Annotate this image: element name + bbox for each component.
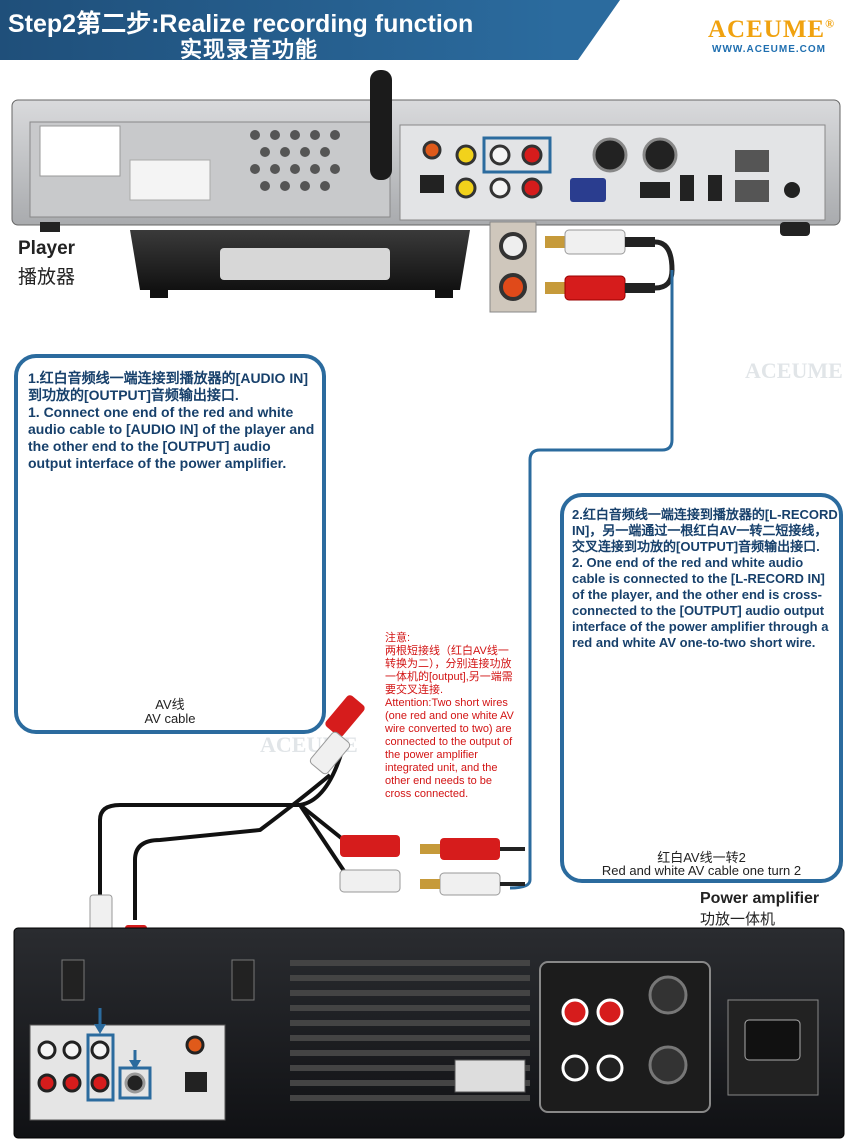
- player-label: Player: [18, 238, 76, 259]
- instruction-1-text: 1.红白音频线一端连接到播放器的[AUDIO IN]到功放的[OUTPUT]音频…: [28, 370, 318, 472]
- note-cn-body: 两根短接线（红白AV线一转换为二），分别连接功放一体机的[output],另一端…: [385, 645, 513, 696]
- serial-sticker: [129, 159, 211, 201]
- player-back-panel: [11, 70, 841, 236]
- page-title: Step2第二步:Realize recording function: [8, 10, 474, 38]
- av-cable-caption-cn: AV线: [155, 697, 185, 712]
- instruction-box-1: 1.红白音频线一端连接到播放器的[AUDIO IN]到功放的[OUTPUT]音频…: [14, 354, 326, 734]
- instruction-2-en: 2. One end of the red and white audio ca…: [572, 555, 829, 650]
- instruction-box-2: 2.红白音频线一端连接到播放器的[L-RECORD IN]，另一端通过一根红白A…: [560, 493, 843, 883]
- player-label-cn: 播放器: [18, 267, 76, 288]
- logo-url: WWW.ACEUME.COM: [712, 44, 826, 55]
- amplifier-label: Power amplifier: [700, 890, 820, 907]
- watermark: ACEUME: [745, 358, 843, 383]
- av-cable-caption-en: AV cable: [144, 711, 196, 726]
- rca-jack-closeup: [489, 221, 537, 313]
- caution-sticker: [39, 125, 121, 177]
- instruction-2-text: 2.红白音频线一端连接到播放器的[L-RECORD IN]，另一端通过一根红白A…: [572, 507, 838, 651]
- instruction-1-en: 1. Connect one end of the red and white …: [28, 404, 315, 471]
- splitter-caption-en: Red and white AV cable one turn 2: [601, 863, 802, 878]
- rca-plugs-top: [545, 229, 655, 301]
- instruction-1-cn: 1.红白音频线一端连接到播放器的[AUDIO IN]到功放的[OUTPUT]音频…: [28, 370, 308, 403]
- attention-note: 注意: 两根短接线（红白AV线一转换为二），分别连接功放一体机的[output]…: [385, 632, 515, 801]
- header-bar: [0, 0, 560, 60]
- note-title: 注意:: [385, 632, 411, 644]
- player-front-unit: [130, 230, 470, 298]
- antenna: [370, 70, 392, 180]
- instruction-2-cn: 2.红白音频线一端连接到播放器的[L-RECORD IN]，另一端通过一根红白A…: [572, 507, 838, 554]
- splitter-caption-cn: 红白AV线一转2: [657, 850, 746, 865]
- page-subtitle: 实现录音功能: [180, 37, 319, 62]
- amplifier-back-panel: [13, 927, 845, 1139]
- logo-wordmark: ACEUME®: [708, 16, 836, 43]
- amplifier-label-cn: 功放一体机: [700, 911, 776, 928]
- note-en-body: Attention:Two short wires (one red and o…: [385, 697, 514, 800]
- highlight-audio-in: [482, 136, 552, 174]
